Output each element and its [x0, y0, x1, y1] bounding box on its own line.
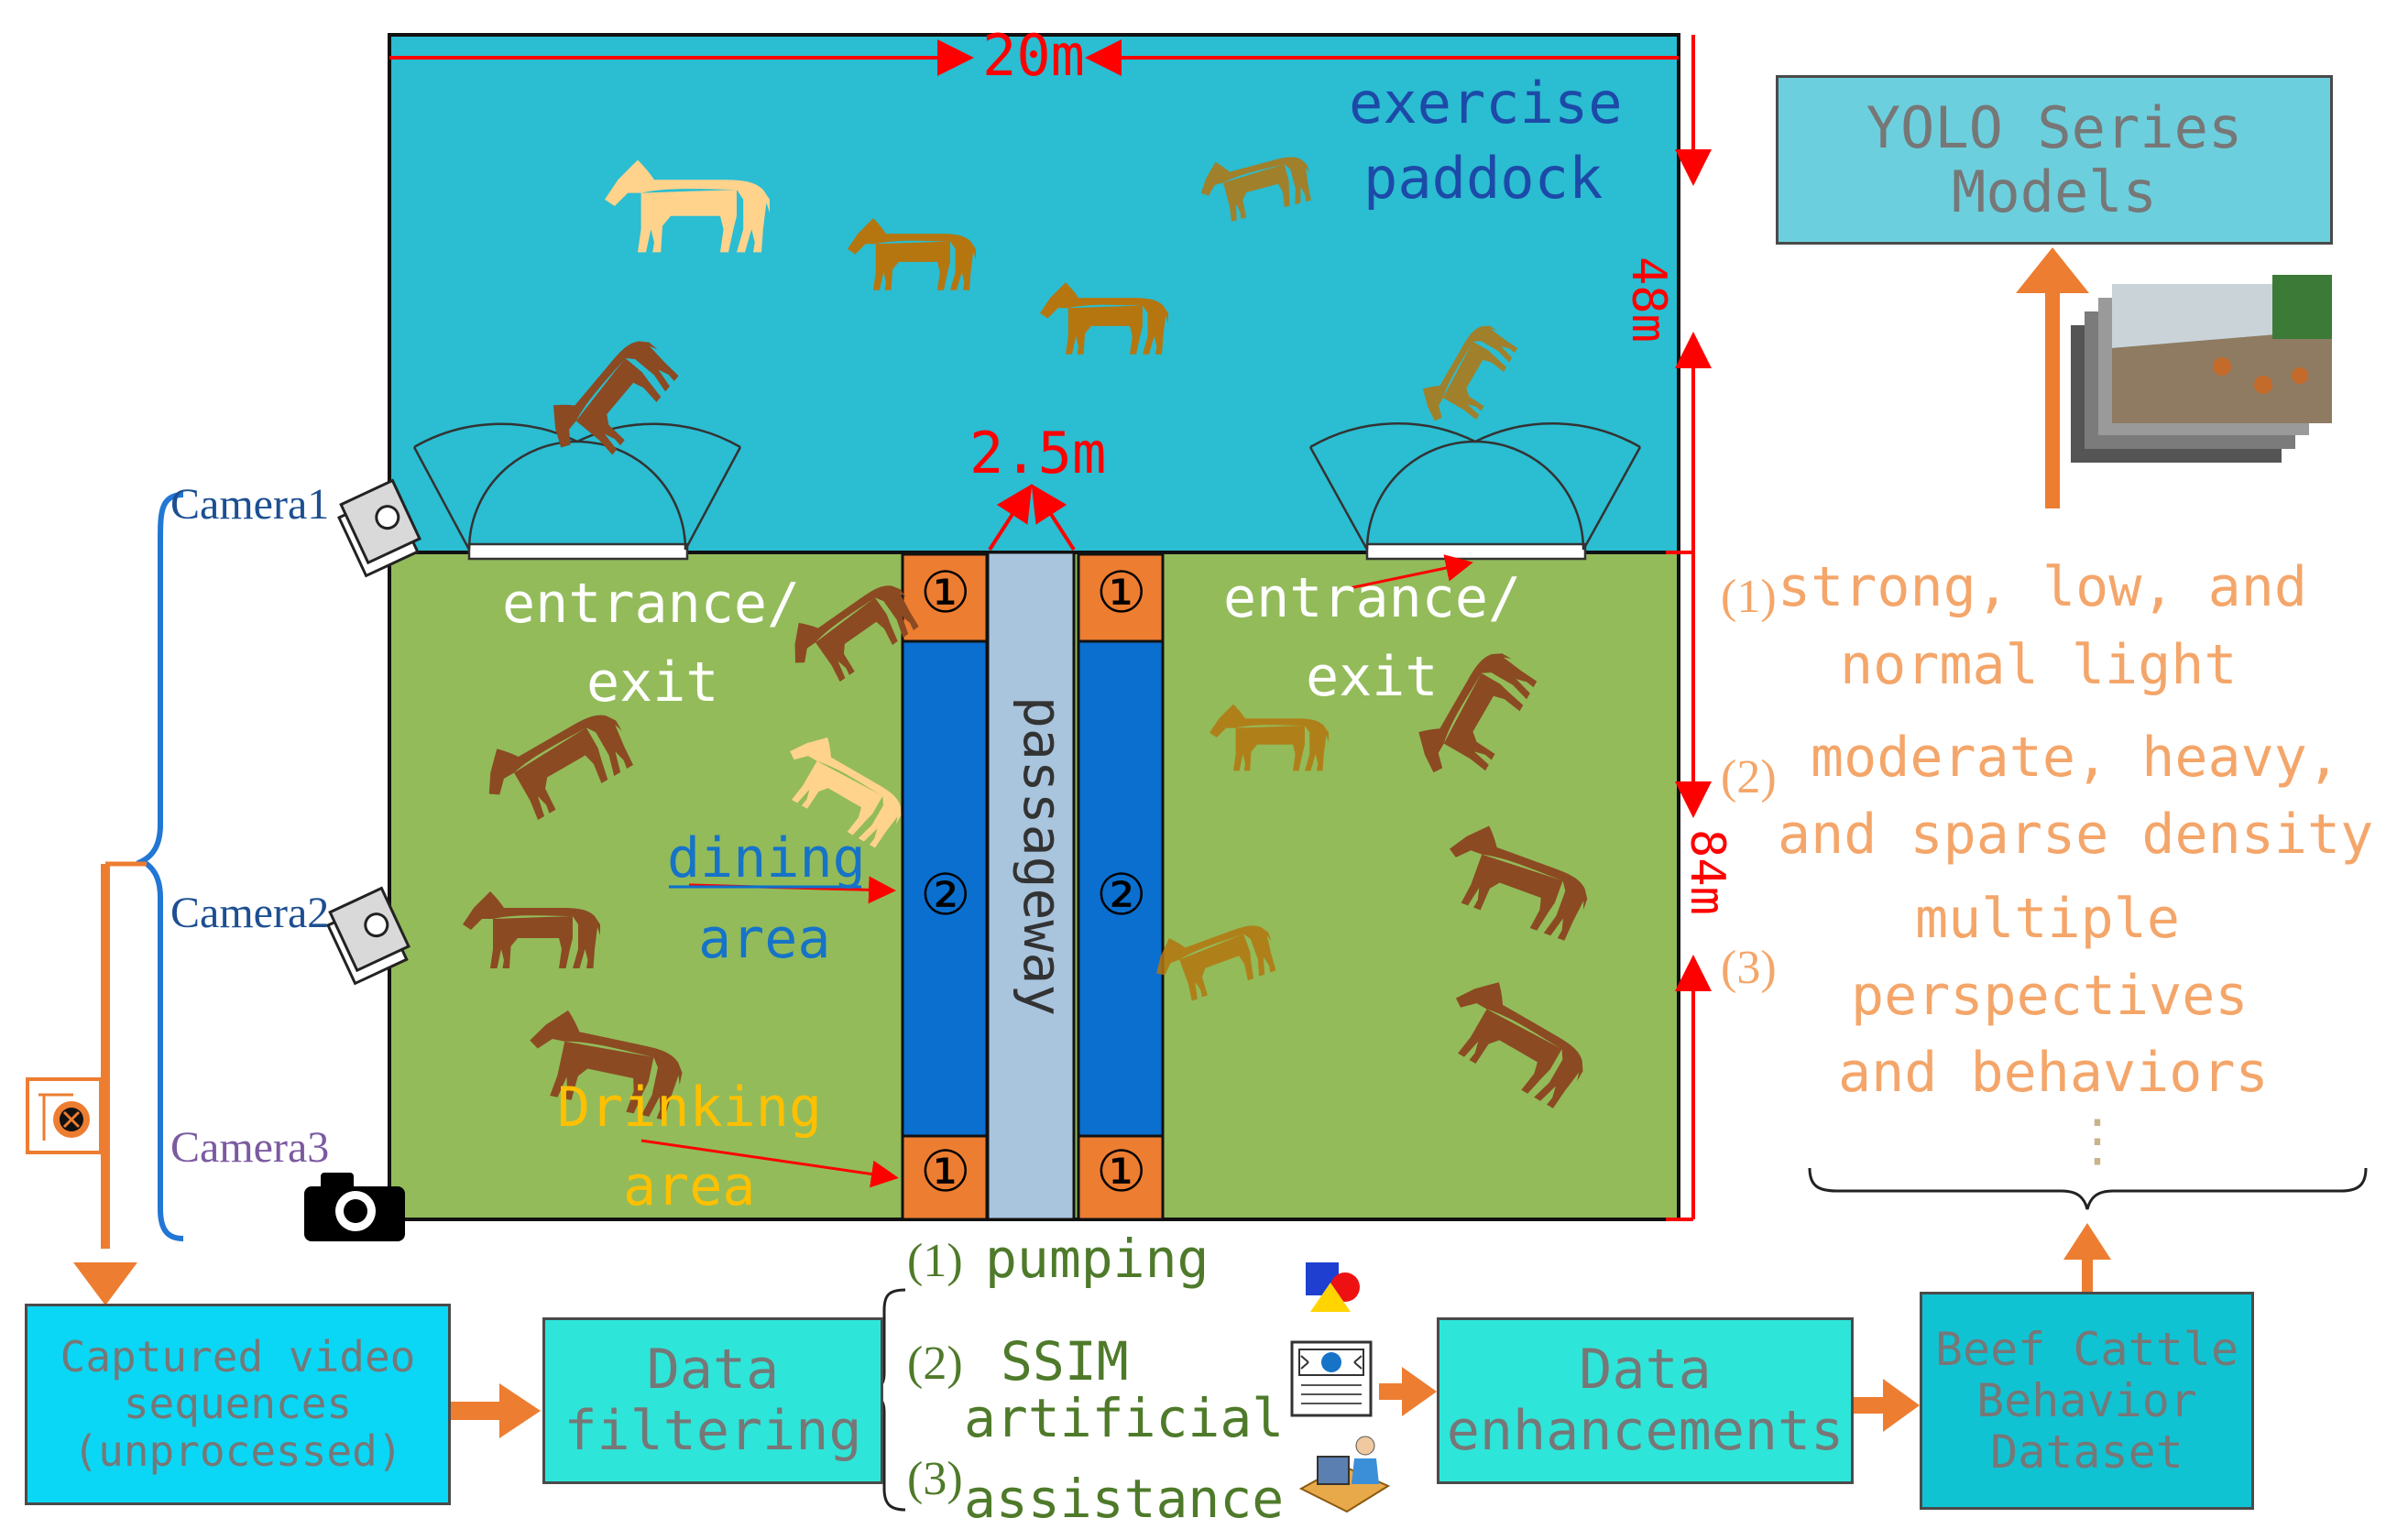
- pipeline-arrows: [73, 247, 2111, 1438]
- exit-left-label: exit: [586, 650, 719, 715]
- camera1-label: Camera1: [170, 480, 330, 529]
- drinking-area-label: area: [623, 1154, 756, 1218]
- captured-line-1: Captured video: [60, 1331, 416, 1382]
- filter-method-3-num: (3): [907, 1453, 963, 1505]
- marker-2-left: ②: [920, 861, 971, 928]
- filter-method-2-text: SSIM: [1001, 1330, 1129, 1393]
- dataset-box: Beef Cattle Behavior Dataset: [1920, 1292, 2254, 1510]
- feed-trough-left: [901, 639, 989, 1138]
- passage-width-label: 2.5m: [969, 420, 1107, 486]
- dining-area-label: area: [698, 907, 831, 971]
- condition-1-line-2: normal light: [1840, 633, 2238, 697]
- dining-label: dining: [667, 826, 866, 890]
- filter-method-1-text: pumping: [985, 1228, 1209, 1290]
- exit-right-label: exit: [1306, 645, 1439, 709]
- marker-1-bottom-left: ①: [920, 1138, 971, 1205]
- enhancements-line-2: enhancements: [1446, 1399, 1844, 1463]
- filter-method-3-text: assistance: [964, 1468, 1285, 1530]
- condition-3-num: (3): [1721, 942, 1777, 994]
- height-48m-label: 48m: [1621, 257, 1676, 343]
- water-trough-bottom-right: [1077, 1134, 1165, 1221]
- data-filtering-box: Data filtering: [542, 1317, 883, 1484]
- yolo-line-1: YOLO Series: [1866, 94, 2243, 162]
- captured-line-2: sequences: [123, 1379, 353, 1429]
- height-84m-label: 84m: [1680, 829, 1735, 915]
- conditions-brace: [1808, 1167, 2368, 1210]
- condition-3-line-3: and behaviors: [1838, 1041, 2269, 1105]
- camera-icon: [337, 478, 421, 578]
- captured-video-box: Captured video sequences (unprocessed): [25, 1304, 451, 1505]
- camera-icon: [304, 1173, 405, 1241]
- filter-method-1-num: (1): [907, 1235, 963, 1287]
- condition-3-line-2: perspectives: [1851, 964, 2249, 1028]
- camera-brace: [136, 492, 184, 1241]
- marker-1-bottom-right: ①: [1096, 1138, 1147, 1205]
- camera2-label: Camera2: [170, 889, 330, 937]
- camera-icon: [326, 886, 410, 986]
- filtering-line-1: Data: [646, 1337, 780, 1402]
- condition-2-num: (2): [1721, 751, 1777, 803]
- sample-image-stack: [2071, 275, 2332, 463]
- water-trough-top-right: [1077, 552, 1165, 643]
- enhancements-line-1: Data: [1579, 1337, 1712, 1402]
- marker-2-right: ②: [1096, 861, 1147, 928]
- marker-1-top-left: ①: [920, 559, 971, 626]
- condition-1-line-1: strong, low, and: [1778, 555, 2307, 619]
- dataset-line-3: Dataset: [1990, 1425, 2184, 1479]
- captured-line-3: (unprocessed): [72, 1425, 403, 1476]
- yolo-line-2: Models: [1952, 158, 2157, 225]
- entrance-left-label: entrance/: [502, 572, 801, 636]
- document-icon: [1290, 1340, 1373, 1417]
- filter-method-2-text-2: artificial: [964, 1387, 1285, 1449]
- dataset-line-2: Behavior: [1976, 1374, 2197, 1427]
- width-20m-label: 20m: [982, 22, 1085, 89]
- switch-icon: [26, 1077, 103, 1154]
- gate-left: [412, 422, 742, 561]
- conditions-more-ellipsis: ⋮: [2069, 1107, 2126, 1174]
- dataset-line-1: Beef Cattle: [1934, 1323, 2239, 1376]
- condition-2-line-2: and sparse density: [1778, 803, 2374, 867]
- condition-3-line-1: multiple: [1915, 887, 2180, 951]
- entrance-right-label: entrance/: [1223, 566, 1522, 630]
- camera3-label: Camera3: [170, 1123, 330, 1172]
- filtering-line-2: filtering: [564, 1399, 862, 1463]
- filter-method-2-num: (2): [907, 1338, 963, 1390]
- passageway-strip: [986, 551, 1076, 1221]
- passageway-label: passageway: [1012, 696, 1074, 1017]
- gate-right: [1308, 421, 1642, 561]
- paddock-label: paddock: [1363, 145, 1603, 212]
- condition-2-line-1: moderate, heavy,: [1811, 726, 2340, 790]
- person-at-computer-icon: [1298, 1436, 1391, 1513]
- exercise-label: exercise: [1349, 70, 1623, 137]
- shapes-icon: [1306, 1262, 1360, 1312]
- condition-1-num: (1): [1721, 571, 1777, 623]
- exercise-paddock-area: [388, 33, 1680, 554]
- marker-1-top-right: ①: [1096, 559, 1147, 626]
- drinking-label: Drinking: [557, 1076, 822, 1140]
- water-trough-bottom-left: [901, 1134, 989, 1221]
- yolo-models-box: YOLO Series Models: [1776, 75, 2333, 245]
- data-enhancements-box: Data enhancements: [1437, 1317, 1854, 1484]
